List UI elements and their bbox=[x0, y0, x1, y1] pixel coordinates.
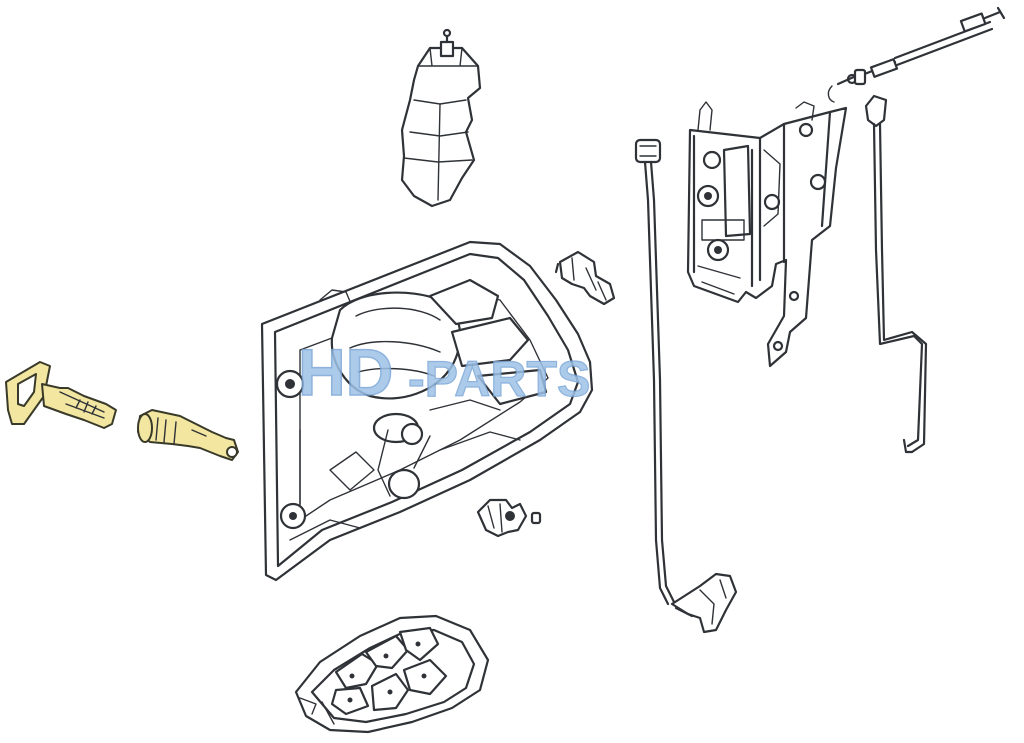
key[interactable] bbox=[5, 361, 117, 429]
watermark-initials: HD bbox=[298, 335, 393, 409]
bearing-bush[interactable] bbox=[476, 498, 542, 538]
lock-cylinder[interactable] bbox=[137, 409, 239, 461]
bowden-cable[interactable] bbox=[827, 6, 1006, 103]
actuator[interactable] bbox=[400, 28, 482, 208]
clip[interactable] bbox=[554, 250, 616, 306]
watermark: HD -PARTS bbox=[297, 334, 591, 410]
door-latch[interactable] bbox=[686, 101, 848, 368]
watermark-suffix: -PARTS bbox=[408, 351, 590, 407]
rod-clip[interactable] bbox=[670, 572, 738, 634]
lock-rod-right[interactable] bbox=[864, 94, 928, 454]
lock-rod-left[interactable] bbox=[634, 138, 676, 606]
switch-panel[interactable] bbox=[294, 614, 490, 734]
inner-handle-housing[interactable] bbox=[260, 240, 594, 582]
